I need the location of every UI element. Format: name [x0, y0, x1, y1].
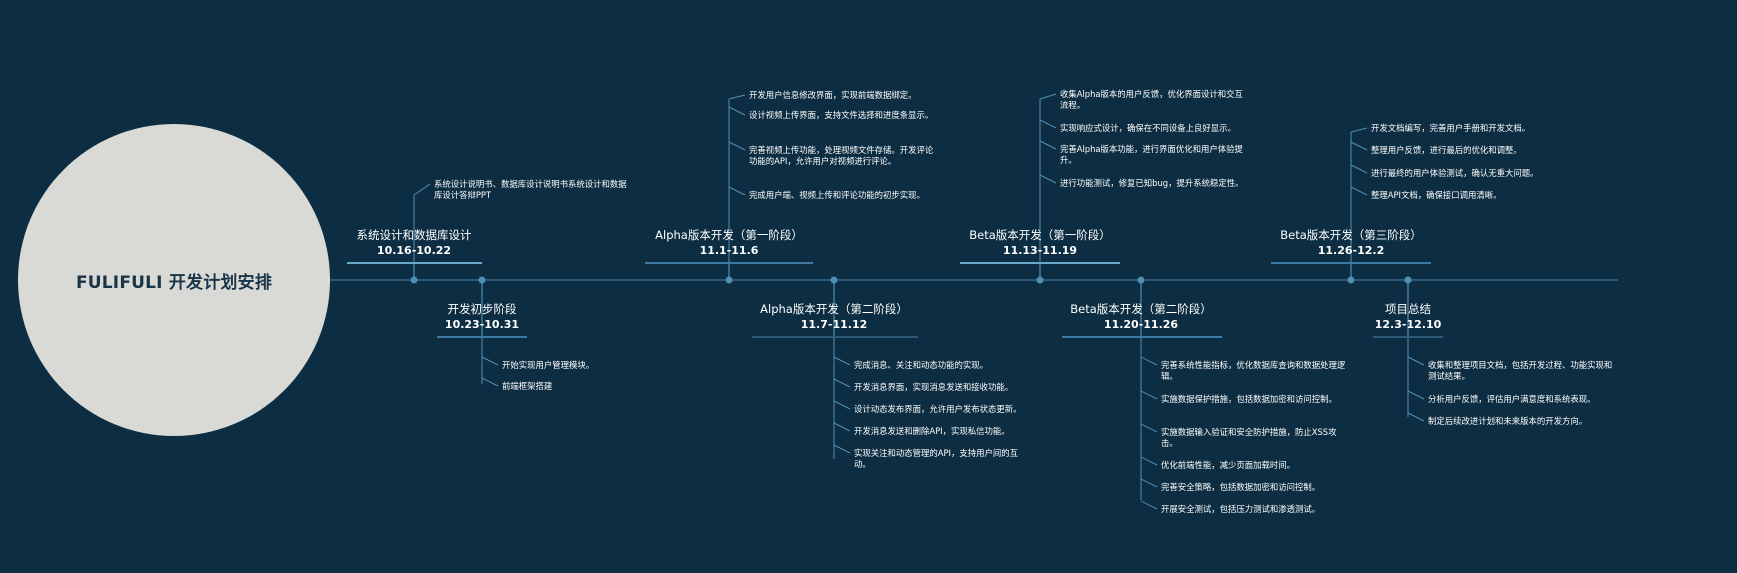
- task-branch: [1407, 412, 1425, 422]
- task-note[interactable]: 实现响应式设计，确保在不同设备上良好显示。: [1060, 123, 1236, 133]
- task-branch: [1140, 456, 1158, 466]
- task-branch: [728, 186, 746, 196]
- task-branch: [728, 141, 746, 151]
- phase-name: 项目总结: [1385, 302, 1431, 316]
- task-note[interactable]: 完善视频上传功能，处理视频文件存储。开发评论功能的API，允许用户对视频进行评论…: [749, 145, 934, 166]
- phase-title[interactable]: Alpha版本开发（第二阶段） 11.7-11.12: [734, 302, 934, 332]
- phase-date: 10.16-10.22: [376, 244, 452, 257]
- task-note[interactable]: 系统设计说明书、数据库设计说明书系统设计和数据库设计答辩PPT: [434, 179, 627, 200]
- phase-date: 11.26-12.2: [1317, 244, 1385, 257]
- task-note[interactable]: 完善安全策略，包括数据加密和访问控制。: [1161, 482, 1321, 492]
- task-note[interactable]: 整理API文档，确保接口调用清晰。: [1371, 190, 1502, 200]
- task-branch: [1350, 127, 1368, 133]
- task-branch: [1350, 141, 1368, 151]
- task-branch: [1350, 164, 1368, 174]
- task-branch: [1039, 174, 1057, 184]
- task-note[interactable]: 实施数据输入验证和安全防护措施，防止XSS攻击。: [1161, 427, 1337, 448]
- task-note[interactable]: 制定后续改进计划和未来版本的开发方向。: [1428, 416, 1588, 426]
- phase-title[interactable]: 开发初步阶段 10.23-10.31: [382, 302, 582, 332]
- task-note[interactable]: 开始实现用户管理模块。: [502, 360, 595, 370]
- task-note[interactable]: 开展安全测试，包括压力测试和渗透测试。: [1161, 504, 1321, 514]
- task-branch: [728, 94, 746, 100]
- phase-connectors: [347, 93, 1443, 510]
- task-branch: [1140, 423, 1158, 433]
- task-note[interactable]: 设计视频上传界面，支持文件选择和进度条显示。: [749, 110, 934, 120]
- phase-date: 10.23-10.31: [444, 318, 520, 331]
- task-note[interactable]: 开发文档编写，完善用户手册和开发文档。: [1371, 123, 1531, 133]
- task-branch: [1407, 390, 1425, 400]
- phase-title[interactable]: Beta版本开发（第三阶段） 11.26-12.2: [1251, 228, 1451, 258]
- phase-date: 11.7-11.12: [800, 318, 868, 331]
- task-note[interactable]: 完善Alpha版本功能，进行界面优化和用户体验提升。: [1060, 144, 1243, 165]
- root-title: FULIFULI 开发计划安排: [75, 272, 273, 293]
- task-note[interactable]: 收集和整理项目文档，包括开发过程、功能实现和测试结果。: [1428, 360, 1613, 381]
- task-note[interactable]: 分析用户反馈，评估用户满意度和系统表现。: [1428, 394, 1596, 404]
- phase-name: 系统设计和数据库设计: [356, 228, 472, 242]
- task-note[interactable]: 优化前端性能，减少页面加载时间。: [1161, 460, 1295, 470]
- phase-title[interactable]: 系统设计和数据库设计 10.16-10.22: [314, 228, 514, 258]
- phase-date: 11.1-11.6: [699, 244, 759, 257]
- task-branch: [1350, 186, 1368, 196]
- task-branch: [481, 377, 499, 387]
- task-note[interactable]: 进行功能测试，修复已知bug，提升系统稳定性。: [1060, 178, 1244, 188]
- phase-date: 11.13-11.19: [1002, 244, 1078, 257]
- task-branch: [833, 422, 851, 432]
- task-branch: [833, 378, 851, 388]
- task-branch: [481, 356, 499, 366]
- task-branch: [1039, 140, 1057, 150]
- task-note[interactable]: 完成用户端、视频上传和评论功能的初步实现。: [749, 190, 925, 200]
- task-branch: [1140, 500, 1158, 510]
- task-branch: [1039, 93, 1057, 100]
- phase-name: Beta版本开发（第三阶段）: [1280, 228, 1422, 242]
- phase-name: 开发初步阶段: [447, 302, 517, 316]
- task-note[interactable]: 进行最终的用户体验测试，确认无重大问题。: [1371, 168, 1539, 178]
- task-note[interactable]: 收集Alpha版本的用户反馈，优化界面设计和交互流程。: [1060, 89, 1243, 110]
- task-branch: [1140, 478, 1158, 488]
- task-branch: [833, 400, 851, 410]
- phase-name: Beta版本开发（第一阶段）: [969, 228, 1111, 242]
- task-note[interactable]: 实施数据保护措施，包括数据加密和访问控制。: [1161, 394, 1337, 404]
- task-note[interactable]: 前端框架搭建: [502, 381, 553, 391]
- root-topic-circle[interactable]: FULIFULI 开发计划安排: [18, 124, 330, 436]
- phase-name: Beta版本开发（第二阶段）: [1070, 302, 1212, 316]
- task-note[interactable]: 设计动态发布界面，允许用户发布状态更新。: [854, 404, 1022, 414]
- phase-title[interactable]: Beta版本开发（第二阶段） 11.20-11.26: [1041, 302, 1241, 332]
- task-branch: [413, 183, 431, 196]
- task-branch: [1039, 119, 1057, 129]
- phase-title[interactable]: 项目总结 12.3-12.10: [1308, 302, 1508, 332]
- phase-date: 12.3-12.10: [1374, 318, 1442, 331]
- task-note[interactable]: 开发消息发送和删除API，实现私信功能。: [854, 426, 1010, 436]
- task-note[interactable]: 开发用户信息修改界面，实现前端数据绑定。: [749, 90, 917, 100]
- phase-title[interactable]: Alpha版本开发（第一阶段） 11.1-11.6: [629, 228, 829, 258]
- task-branch: [728, 106, 746, 116]
- task-note[interactable]: 完成消息、关注和动态功能的实现。: [854, 360, 988, 370]
- phase-name: Alpha版本开发（第一阶段）: [655, 228, 803, 242]
- task-branch: [1140, 390, 1158, 400]
- task-branch: [1140, 356, 1158, 366]
- phase-date: 11.20-11.26: [1103, 318, 1179, 331]
- task-note[interactable]: 开发消息界面，实现消息发送和接收功能。: [854, 382, 1014, 392]
- task-note[interactable]: 实现关注和动态管理的API，支持用户间的互动。: [854, 448, 1018, 469]
- task-branch: [833, 356, 851, 366]
- task-note[interactable]: 整理用户反馈，进行最后的优化和调整。: [1371, 145, 1522, 155]
- phase-name: Alpha版本开发（第二阶段）: [760, 302, 908, 316]
- phase-title[interactable]: Beta版本开发（第一阶段） 11.13-11.19: [940, 228, 1140, 258]
- task-branch: [1407, 356, 1425, 366]
- task-note[interactable]: 完善系统性能指标，优化数据库查询和数据处理逻辑。: [1161, 360, 1346, 381]
- task-branch: [833, 444, 851, 454]
